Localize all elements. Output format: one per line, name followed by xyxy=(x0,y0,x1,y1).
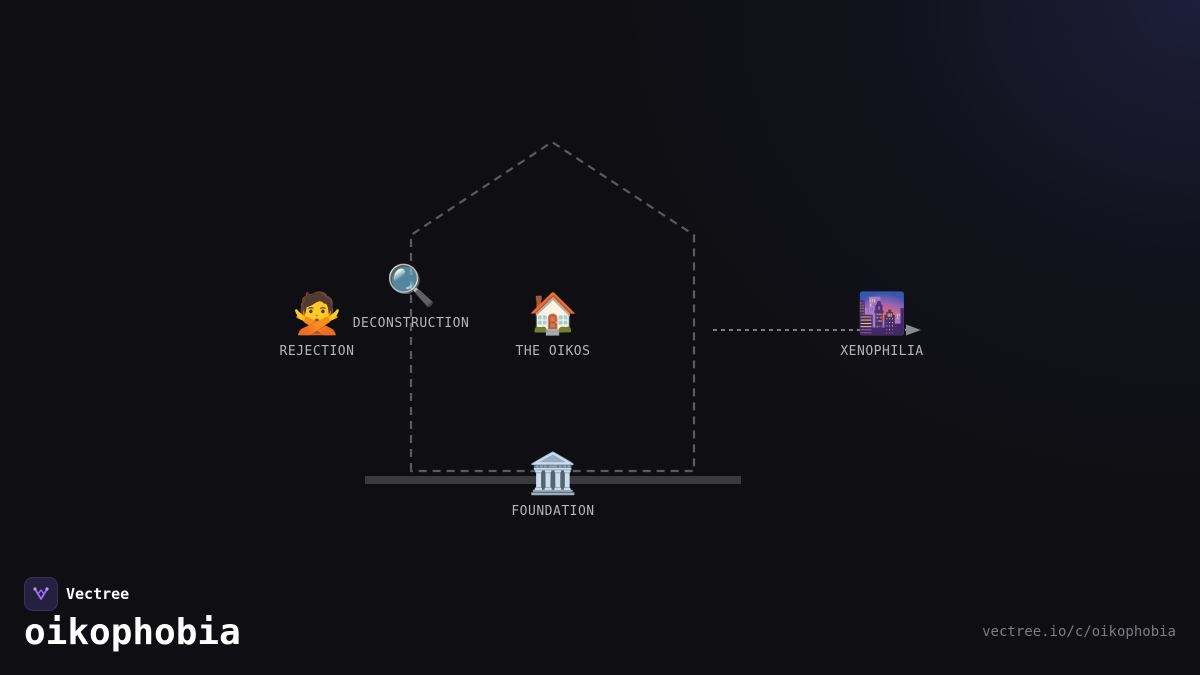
page-url[interactable]: vectree.io/c/oikophobia xyxy=(982,624,1176,640)
person-gesturing-no-icon: 🙅 xyxy=(292,291,342,336)
node-the-oikos: 🏠 THE OIKOS xyxy=(473,290,633,359)
node-label: THE OIKOS xyxy=(515,344,591,359)
node-xenophilia: 🌆 XENOPHILIA xyxy=(802,290,962,359)
node-label: XENOPHILIA xyxy=(840,344,924,359)
brand: Vectree xyxy=(24,577,129,611)
node-rejection: 🙅 REJECTION xyxy=(237,290,397,359)
brand-name: Vectree xyxy=(66,585,130,603)
house-icon: 🏠 xyxy=(528,291,578,336)
house-outline xyxy=(409,140,696,473)
flow-arrow-head xyxy=(906,324,921,336)
foundation-bar xyxy=(365,476,741,484)
node-foundation: 🏛️ FOUNDATION xyxy=(473,450,633,519)
cityscape-dusk-icon: 🌆 xyxy=(857,291,907,336)
node-label: FOUNDATION xyxy=(511,504,595,519)
classical-building-icon: 🏛️ xyxy=(528,451,578,496)
node-deconstruction: 🔍 DECONSTRUCTION xyxy=(331,262,491,331)
node-label: REJECTION xyxy=(279,344,355,359)
node-label: DECONSTRUCTION xyxy=(352,316,470,331)
vectree-logo-icon xyxy=(24,577,58,611)
page-title: oikophobia xyxy=(24,612,241,653)
magnifying-glass-icon: 🔍 xyxy=(386,263,436,308)
